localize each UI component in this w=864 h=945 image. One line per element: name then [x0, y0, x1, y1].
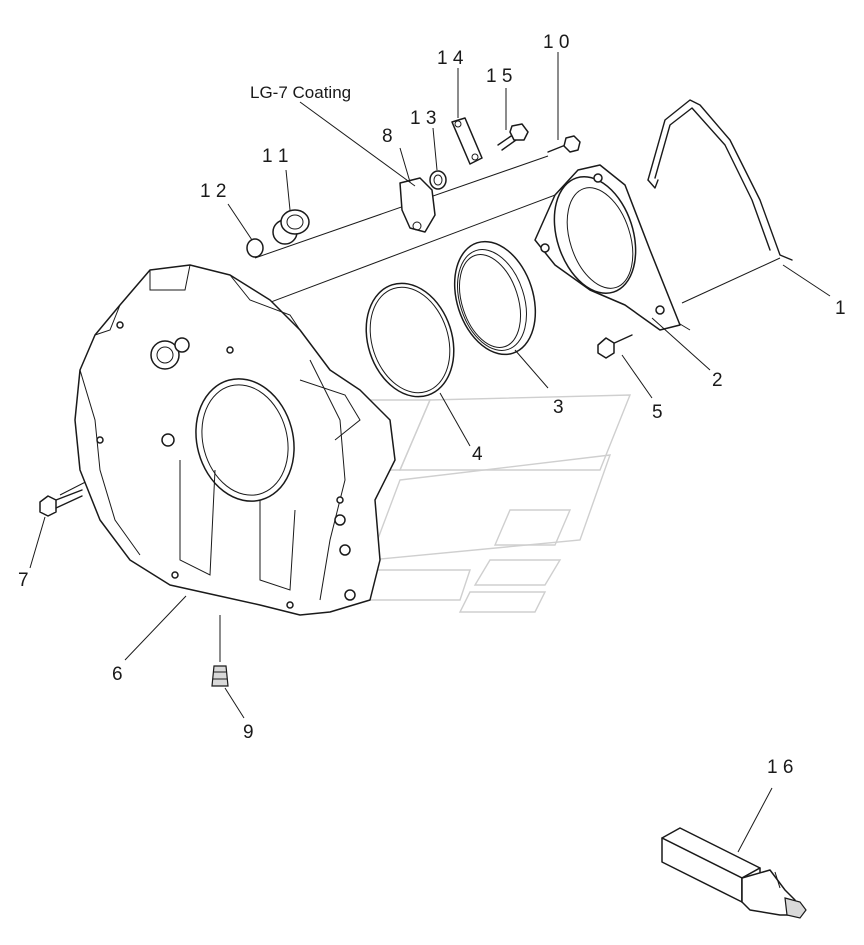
coating-note: LG-7 Coating — [250, 83, 351, 102]
callout-16: 1 6 — [767, 757, 793, 778]
bushing-part-11 — [272, 209, 310, 245]
bolt-part-5 — [597, 334, 633, 359]
bracket-part-14 — [451, 117, 483, 165]
plug-part-9 — [211, 665, 229, 687]
callout-7: 7 — [18, 570, 29, 591]
o-ring-part-4 — [365, 282, 455, 398]
bolt-part-10 — [547, 135, 581, 153]
callout-6: 6 — [112, 664, 123, 685]
callout-15: 1 5 — [486, 66, 512, 87]
callout-9: 9 — [243, 722, 254, 743]
seal-housing-part-2 — [534, 164, 681, 331]
flywheel-housing-part-6 — [74, 264, 396, 616]
callout-4: 4 — [472, 444, 483, 465]
tool-part-16 — [661, 827, 807, 919]
gasket-part-1 — [647, 99, 793, 261]
washer-part-12 — [246, 238, 264, 258]
callout-14: 1 4 — [437, 48, 464, 69]
bolt-part-7 — [39, 489, 83, 517]
callout-2: 2 — [712, 370, 723, 391]
callout-13: 1 3 — [410, 108, 436, 129]
callout-12: 1 2 — [200, 181, 226, 202]
callout-5: 5 — [652, 402, 663, 423]
callout-8: 8 — [382, 126, 393, 147]
cover-part-8 — [399, 177, 436, 233]
nut-part-13 — [429, 170, 447, 190]
callout-1: 1 — [835, 298, 846, 319]
oil-seal-part-3 — [453, 240, 537, 356]
bolt-part-15 — [497, 123, 529, 151]
callout-11: 1 1 — [262, 146, 288, 167]
callout-3: 3 — [553, 397, 564, 418]
callout-10: 1 0 — [543, 32, 569, 53]
leader-lines — [29, 52, 831, 853]
